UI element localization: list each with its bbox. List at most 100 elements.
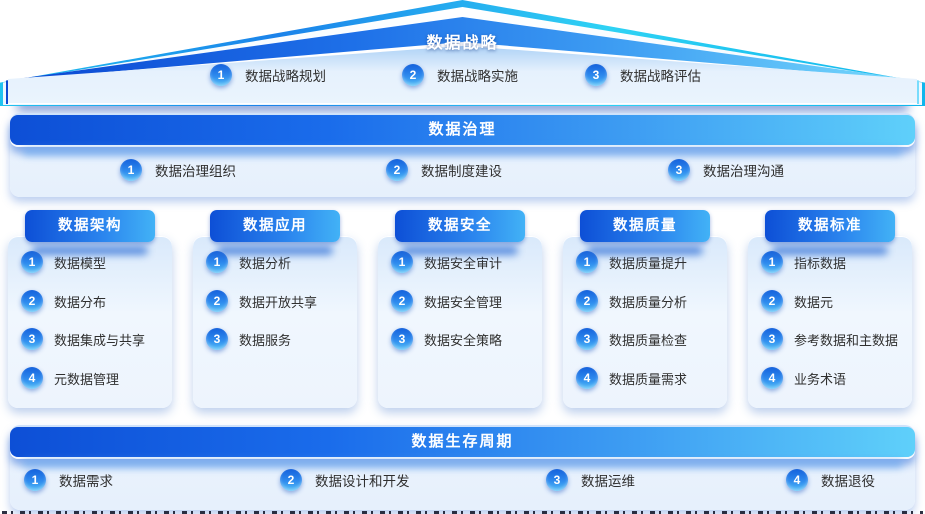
item-label: 指标数据 — [794, 255, 847, 271]
item-label: 数据运维 — [581, 474, 635, 489]
item-label: 数据质量检查 — [609, 332, 688, 348]
card2-item-3: 3 数据服务 — [206, 328, 291, 350]
item-label: 数据集成与共享 — [54, 332, 146, 348]
item-label: 数据安全策略 — [424, 332, 503, 348]
number-badge: 1 — [210, 64, 232, 86]
number-badge: 4 — [576, 367, 598, 389]
bottom-crop-artifact — [2, 511, 923, 514]
number-badge: 2 — [280, 469, 302, 491]
header-glow-bar — [22, 460, 903, 468]
number-badge: 2 — [21, 290, 43, 312]
lifecycle-item-2: 2 数据设计和开发 — [280, 469, 410, 491]
lifecycle-item-3: 3 数据运维 — [546, 469, 635, 491]
section-title-data-strategy: 数据战略 — [426, 35, 499, 52]
data-governance-band: 数据治理 1 数据治理组织 2 数据制度建设 3 数据治理沟通 — [10, 113, 915, 197]
item-label: 元数据管理 — [54, 371, 120, 387]
card-data-quality: 数据质量 1 数据质量提升 2 数据质量分析 3 数据质量检查 4 数据质量需求 — [563, 210, 727, 408]
number-badge: 3 — [668, 159, 690, 181]
number-badge: 4 — [786, 469, 808, 491]
item-label: 数据服务 — [239, 332, 292, 348]
item-label: 业务术语 — [794, 371, 847, 387]
number-badge: 1 — [24, 469, 46, 491]
item-label: 数据模型 — [54, 255, 107, 271]
card1-item-4: 4 元数据管理 — [21, 367, 119, 389]
number-badge: 1 — [391, 251, 413, 273]
number-badge: 1 — [761, 251, 783, 273]
number-badge: 1 — [120, 159, 142, 181]
tab-glow-bar — [217, 246, 333, 255]
data-strategy-roof: 数据战略 1 数据战略规划 2 数据战略实施 3 数据战略评估 — [0, 0, 925, 112]
card1-item-2: 2 数据分布 — [21, 290, 106, 312]
item-label: 数据开放共享 — [239, 294, 318, 310]
card3-item-3: 3 数据安全策略 — [391, 328, 502, 350]
roof-item-2: 2 数据战略实施 — [402, 64, 518, 86]
card-data-security: 数据安全 1 数据安全审计 2 数据安全管理 3 数据安全策略 — [378, 210, 542, 408]
number-badge: 3 — [206, 328, 228, 350]
number-badge: 4 — [761, 367, 783, 389]
number-badge: 1 — [206, 251, 228, 273]
card1-item-3: 3 数据集成与共享 — [21, 328, 145, 350]
number-badge: 1 — [576, 251, 598, 273]
tab-glow-bar — [772, 246, 888, 255]
card2-item-1: 1 数据分析 — [206, 251, 291, 273]
item-label: 数据安全审计 — [424, 255, 503, 271]
card3-item-2: 2 数据安全管理 — [391, 290, 502, 312]
card-title-data-standards: 数据标准 — [765, 210, 895, 242]
item-label: 数据战略评估 — [620, 69, 701, 84]
item-label: 数据分布 — [54, 294, 107, 310]
tab-glow-bar — [402, 246, 518, 255]
item-label: 数据安全管理 — [424, 294, 503, 310]
lifecycle-item-4: 4 数据退役 — [786, 469, 875, 491]
number-badge: 2 — [761, 290, 783, 312]
card5-item-1: 1 指标数据 — [761, 251, 846, 273]
card-data-standards: 数据标准 1 指标数据 2 数据元 3 参考数据和主数据 4 业务术语 — [748, 210, 912, 408]
card-title-data-application: 数据应用 — [210, 210, 340, 242]
item-label: 数据质量提升 — [609, 255, 688, 271]
roof-item-1: 1 数据战略规划 — [210, 64, 326, 86]
number-badge: 4 — [21, 367, 43, 389]
card5-item-3: 3 参考数据和主数据 — [761, 328, 898, 350]
governance-item-2: 2 数据制度建设 — [386, 159, 502, 181]
card4-item-1: 1 数据质量提升 — [576, 251, 687, 273]
item-label: 数据质量分析 — [609, 294, 688, 310]
number-badge: 2 — [386, 159, 408, 181]
item-label: 数据制度建设 — [421, 164, 502, 179]
card-title-data-quality: 数据质量 — [580, 210, 710, 242]
number-badge: 3 — [761, 328, 783, 350]
section-title-data-lifecycle: 数据生存周期 — [10, 427, 915, 457]
item-label: 数据退役 — [821, 474, 875, 489]
card5-item-4: 4 业务术语 — [761, 367, 846, 389]
card1-item-1: 1 数据模型 — [21, 251, 106, 273]
item-label: 数据需求 — [59, 474, 113, 489]
card4-item-2: 2 数据质量分析 — [576, 290, 687, 312]
item-label: 数据设计和开发 — [315, 474, 410, 489]
tab-glow-bar — [587, 246, 703, 255]
number-badge: 3 — [391, 328, 413, 350]
card4-item-3: 3 数据质量检查 — [576, 328, 687, 350]
number-badge: 3 — [576, 328, 598, 350]
card4-item-4: 4 数据质量需求 — [576, 367, 687, 389]
number-badge: 1 — [21, 251, 43, 273]
card-title-data-architecture: 数据架构 — [25, 210, 155, 242]
number-badge: 2 — [206, 290, 228, 312]
card5-item-2: 2 数据元 — [761, 290, 833, 312]
item-label: 数据战略实施 — [437, 69, 518, 84]
data-lifecycle-band: 数据生存周期 1 数据需求 2 数据设计和开发 3 数据运维 4 数据退役 — [10, 425, 915, 510]
number-badge: 3 — [546, 469, 568, 491]
number-badge: 2 — [402, 64, 424, 86]
lifecycle-item-1: 1 数据需求 — [24, 469, 113, 491]
item-label: 数据分析 — [239, 255, 292, 271]
item-label: 数据质量需求 — [609, 371, 688, 387]
item-label: 数据治理组织 — [155, 164, 236, 179]
roof-item-3: 3 数据战略评估 — [585, 64, 701, 86]
item-label: 数据元 — [794, 294, 834, 310]
item-label: 数据治理沟通 — [703, 164, 784, 179]
card-title-data-security: 数据安全 — [395, 210, 525, 242]
card-data-application: 数据应用 1 数据分析 2 数据开放共享 3 数据服务 — [193, 210, 357, 408]
item-label: 数据战略规划 — [245, 69, 326, 84]
item-label: 参考数据和主数据 — [794, 332, 899, 348]
governance-item-3: 3 数据治理沟通 — [668, 159, 784, 181]
number-badge: 2 — [391, 290, 413, 312]
number-badge: 3 — [585, 64, 607, 86]
